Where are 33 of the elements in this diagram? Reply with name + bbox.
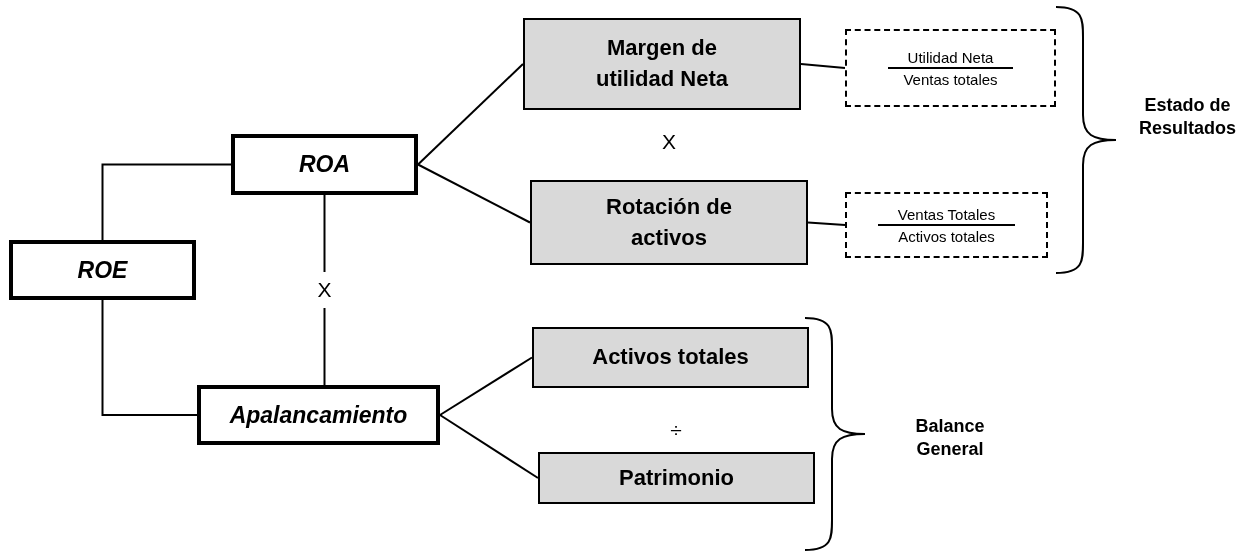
connector-line xyxy=(417,63,524,166)
operator-symbol: X xyxy=(661,130,677,154)
connector-line xyxy=(439,414,539,479)
factor-box xyxy=(532,327,809,388)
connector-line xyxy=(807,221,846,226)
box-label: ROE xyxy=(77,256,128,284)
ratio-box xyxy=(197,385,440,445)
connector-line xyxy=(800,63,846,69)
ratio-box xyxy=(9,240,196,300)
formula-box xyxy=(845,29,1056,107)
connector-line xyxy=(101,163,232,241)
box-label: Margen de utilidad Neta xyxy=(595,34,729,93)
section-label: Balance General xyxy=(914,415,986,462)
factor-box xyxy=(523,18,801,110)
box-label: Apalancamiento xyxy=(229,401,408,429)
connector-line xyxy=(417,163,531,224)
box-label: Activos totales xyxy=(592,343,749,372)
box-label: Patrimonio xyxy=(619,463,734,492)
ratio-box xyxy=(231,134,418,195)
numerator-text: Ventas Totales xyxy=(877,205,1016,226)
edge-label: X xyxy=(315,272,334,308)
connector-line xyxy=(101,299,198,416)
section-label: Estado de Resultados xyxy=(1138,94,1237,141)
numerator-text: Utilidad Neta xyxy=(887,48,1014,69)
box-label: Rotación de activos xyxy=(605,192,733,252)
factor-box xyxy=(530,180,808,265)
operator-symbol: ÷ xyxy=(669,418,683,442)
connector-line xyxy=(439,356,533,416)
factor-box xyxy=(538,452,815,504)
box-label: ROA xyxy=(298,151,351,178)
denominator-text: Ventas totales xyxy=(903,69,998,88)
denominator-text: Activos totales xyxy=(898,226,995,245)
formula-box xyxy=(845,192,1048,258)
